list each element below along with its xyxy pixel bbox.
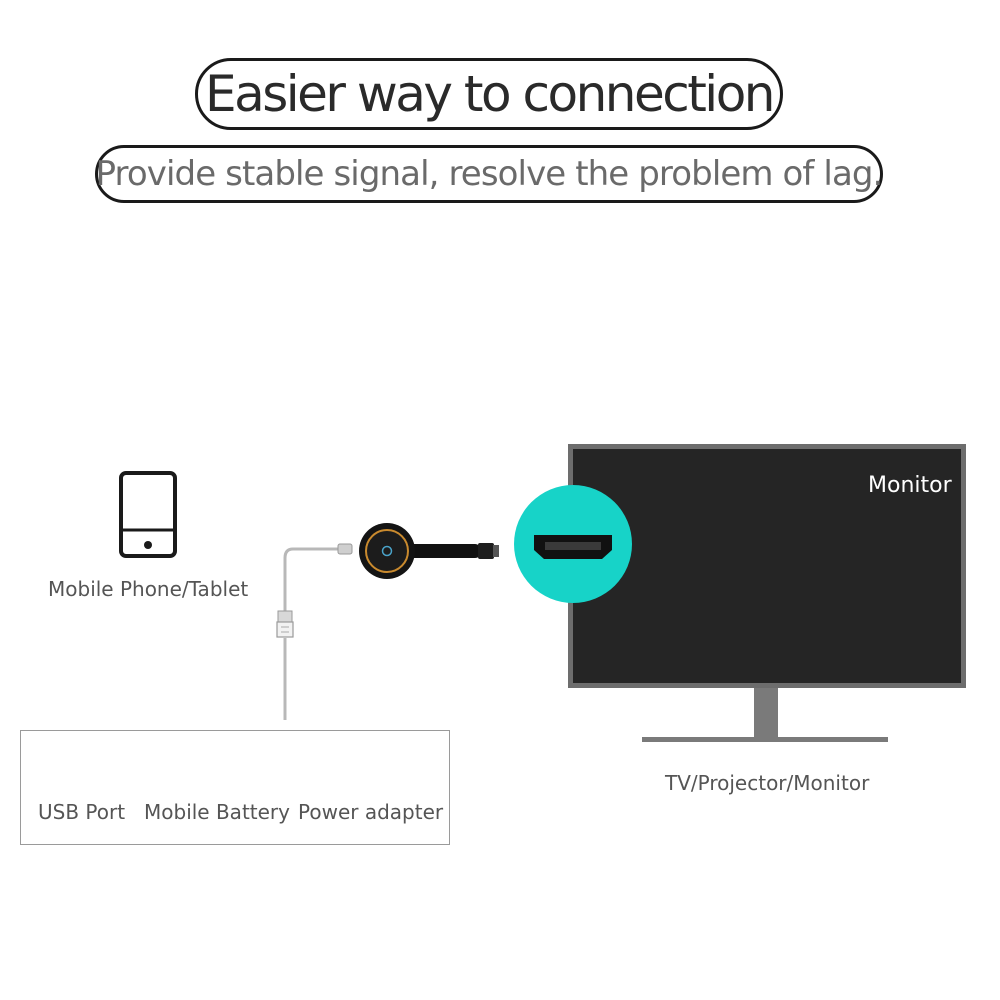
usb-cable bbox=[276, 543, 353, 720]
phone-icon bbox=[119, 471, 177, 558]
dongle-icon bbox=[359, 523, 499, 579]
hdmi-port-icon bbox=[514, 485, 632, 603]
title-pill: Easier way to connection bbox=[195, 58, 783, 130]
mobile-battery-label: Mobile Battery bbox=[144, 800, 290, 824]
page-title: Easier way to connection bbox=[205, 65, 775, 123]
power-source-panel: USB Port Mobile Battery Power adapter bbox=[20, 730, 450, 845]
monitor-icon bbox=[568, 444, 966, 742]
subtitle-pill: Provide stable signal, resolve the probl… bbox=[95, 145, 883, 203]
usb-port-label: USB Port bbox=[38, 800, 126, 824]
page-subtitle: Provide stable signal, resolve the probl… bbox=[95, 154, 884, 194]
screen-label: Monitor bbox=[868, 473, 952, 498]
display-label: TV/Projector/Monitor bbox=[665, 771, 870, 795]
power-adapter-label: Power adapter bbox=[298, 800, 444, 824]
phone-label: Mobile Phone/Tablet bbox=[48, 577, 249, 601]
